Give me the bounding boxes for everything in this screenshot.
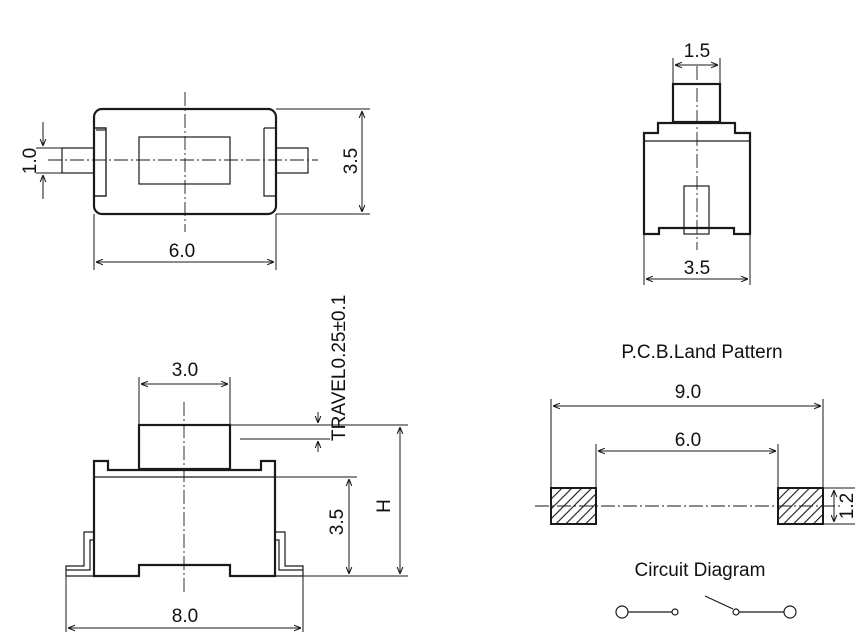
side-top-width-label: 1.5 [684,41,710,62]
circuit-terminal-left [615,605,629,619]
side-view-actuator [671,82,722,124]
top-width-label: 6.0 [169,241,195,262]
pcb-land-pattern: P.C.B.Land Pattern 9.0 6.0 1.2 [535,342,858,525]
pin-width-label: 1.0 [20,148,41,174]
side-view-plunger [683,185,710,235]
side-bottom-width-label: 3.5 [684,258,710,279]
front-view-right-lead [275,531,304,577]
circuit-diagram: Circuit Diagram [615,560,797,619]
side-view: 1.5 3.5 [642,41,752,285]
total-height-label: H [374,499,395,513]
pcb-title: P.C.B.Land Pattern [621,342,782,363]
circuit-switch-lever [704,595,734,610]
circuit-contact-left [671,608,679,616]
top-view: 6.0 3.5 1.0 [20,92,370,270]
circuit-terminal-right [783,605,797,619]
travel-label: TRAVEL0.25±0.1 [329,295,350,441]
top-view-right-pin [275,147,309,174]
actuator-width-label: 3.0 [172,360,198,381]
top-view-left-inner [94,127,107,197]
circuit-title: Circuit Diagram [635,560,766,581]
body-height-label: 3.5 [327,509,348,535]
front-view-left-lead [65,531,94,577]
side-view-body [642,121,752,236]
top-view-right-bracket [263,127,276,197]
pcb-inner-width-label: 6.0 [675,430,701,451]
overall-width-label: 8.0 [172,606,198,627]
top-height-label: 3.5 [341,148,362,174]
front-view-body [92,459,277,578]
circuit-contact-right [732,608,740,616]
top-view-actuator [138,136,231,185]
front-view-actuator [137,423,232,471]
pcb-outer-width-label: 9.0 [675,382,701,403]
front-view: 3.0 TRAVEL0.25±0.1 3.5 H 8.0 [65,295,408,632]
top-view-left-pin [61,147,95,174]
top-view-left-bracket [94,127,107,197]
pad-height-label: 1.2 [837,493,858,519]
